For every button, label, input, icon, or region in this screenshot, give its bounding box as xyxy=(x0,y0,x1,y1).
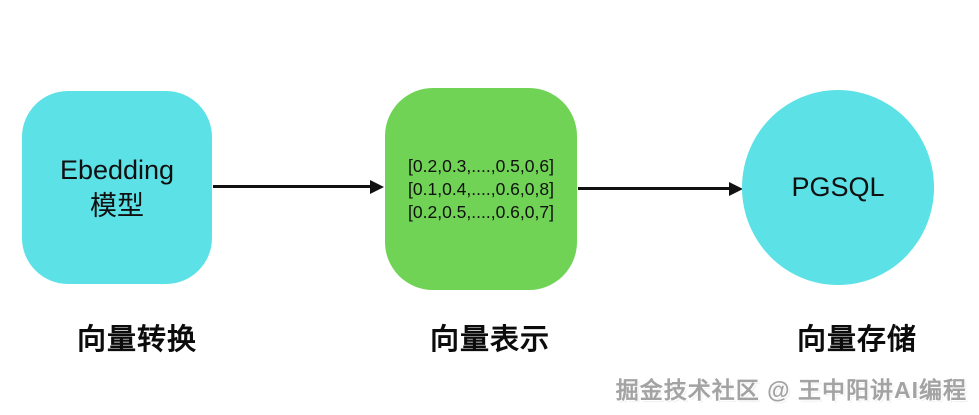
vector-representation-node: [0.2,0.3,....,0.5,0,6] [0.1,0.4,....,0.6… xyxy=(385,88,577,290)
watermark-text: 掘金技术社区 @ 王中阳讲AI编程 xyxy=(615,377,967,403)
embedding-model-label-line2: 模型 xyxy=(90,190,144,221)
pgsql-label: PGSQL xyxy=(791,172,885,202)
vector-row: [0.2,0.5,....,0.6,0,7] xyxy=(408,201,554,222)
embedding-model-node: Ebedding 模型 xyxy=(22,91,212,284)
arrow-vectors-to-pgsql xyxy=(578,181,743,196)
caption-vector-storage: 向量存储 xyxy=(796,324,917,356)
vector-row: [0.1,0.4,....,0.6,0,8] xyxy=(408,178,554,199)
caption-vector-representation: 向量表示 xyxy=(429,324,550,356)
pgsql-node: PGSQL xyxy=(742,90,934,285)
embedding-model-label-line1: Ebedding xyxy=(59,154,175,185)
vector-row: [0.2,0.3,....,0.5,0,6] xyxy=(408,155,554,176)
caption-vector-conversion: 向量转换 xyxy=(76,324,197,356)
arrow-embedding-to-vectors xyxy=(213,179,384,194)
